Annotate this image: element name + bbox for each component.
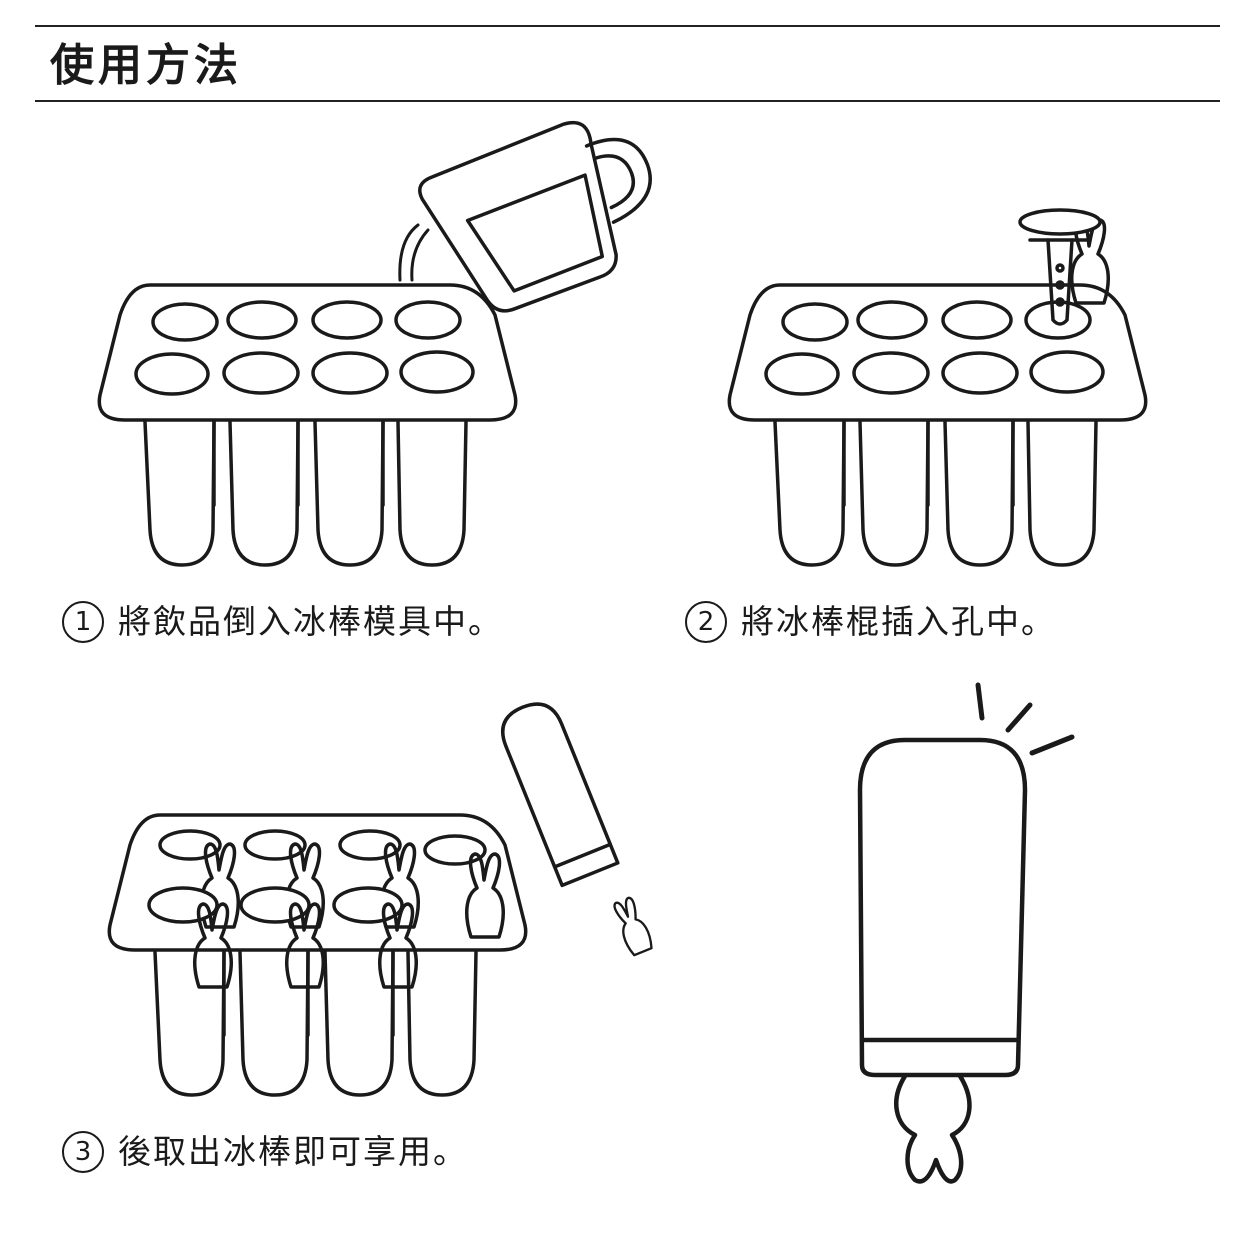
step-number: 1 [62, 601, 104, 643]
step-1: 1 將飲品倒入冰棒模具中。 [62, 598, 503, 646]
step-3: 3 後取出冰棒即可享用。 [62, 1128, 468, 1176]
shine-lines [975, 682, 1075, 756]
popsicle-handle [894, 1073, 972, 1184]
pour-drink-into-mold-illustration [97, 120, 652, 567]
step-text: 將冰棒棍插入孔中。 [741, 602, 1056, 641]
mold-cavities [153, 950, 478, 1097]
removed-popsicle-icon [501, 702, 656, 958]
step-number: 3 [62, 1131, 104, 1173]
popsicle-stick-icon [1018, 208, 1111, 326]
remove-popsicles-illustration [107, 702, 656, 1097]
pour-stream [398, 223, 430, 282]
pitcher-icon [418, 120, 652, 313]
mold-holes [134, 300, 475, 396]
step-text: 後取出冰棒即可享用。 [118, 1132, 468, 1171]
top-rule [35, 25, 1220, 27]
step-2: 2 將冰棒棍插入孔中。 [685, 598, 1056, 646]
insert-stick-into-hole-illustration [727, 208, 1148, 567]
title-underline [35, 100, 1220, 102]
page-title: 使用方法 [50, 40, 242, 91]
stick-handles-back-row [158, 829, 506, 939]
mold-cavities [773, 420, 1098, 567]
finished-popsicle-illustration [857, 682, 1075, 1184]
step-text: 將飲品倒入冰棒模具中。 [118, 602, 503, 641]
mold-holes [764, 300, 1105, 396]
stick-handles-front-row [147, 886, 419, 989]
mold-cavities [143, 420, 468, 567]
step-number: 2 [685, 601, 727, 643]
